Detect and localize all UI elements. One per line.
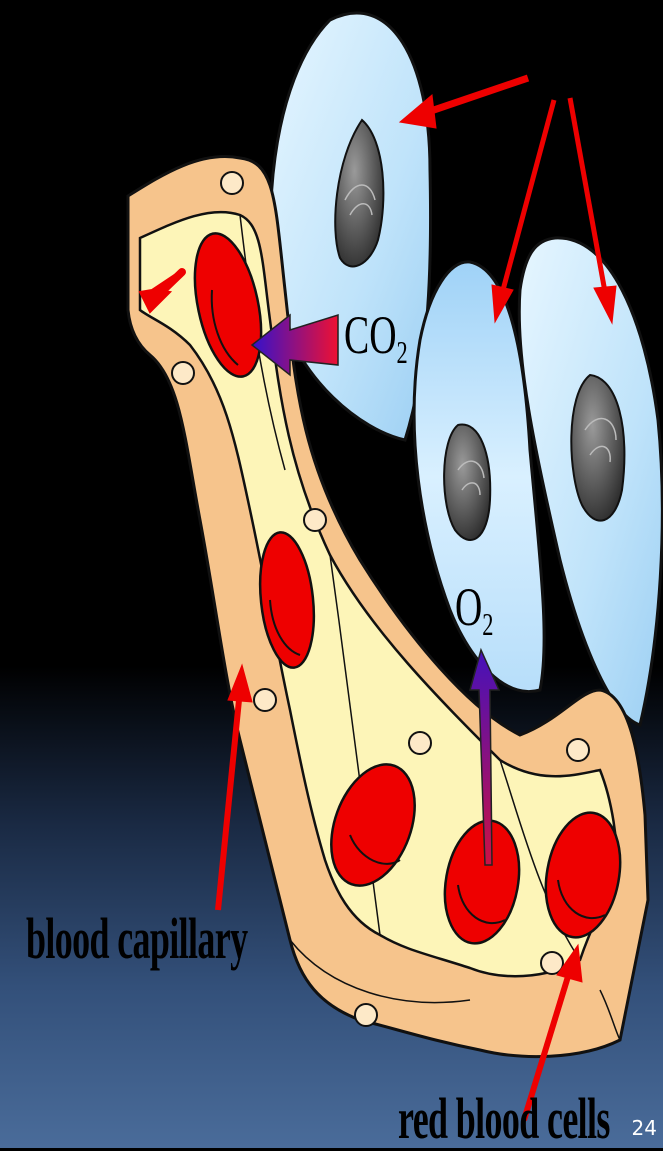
wall-nucleus [254, 689, 276, 711]
wall-nucleus [409, 732, 431, 754]
wall-nucleus [355, 1004, 377, 1026]
red-blood-cells-label: red blood cells [398, 1090, 610, 1148]
wall-nucleus [172, 362, 194, 384]
wall-nucleus [304, 509, 326, 531]
o2-label: O2 [455, 580, 494, 640]
wall-nucleus [221, 172, 243, 194]
page-number: 24 [632, 1116, 657, 1140]
blood-capillary-label: blood capillary [26, 910, 247, 968]
co2-label: CO2 [344, 308, 408, 368]
wall-nucleus [567, 739, 589, 761]
